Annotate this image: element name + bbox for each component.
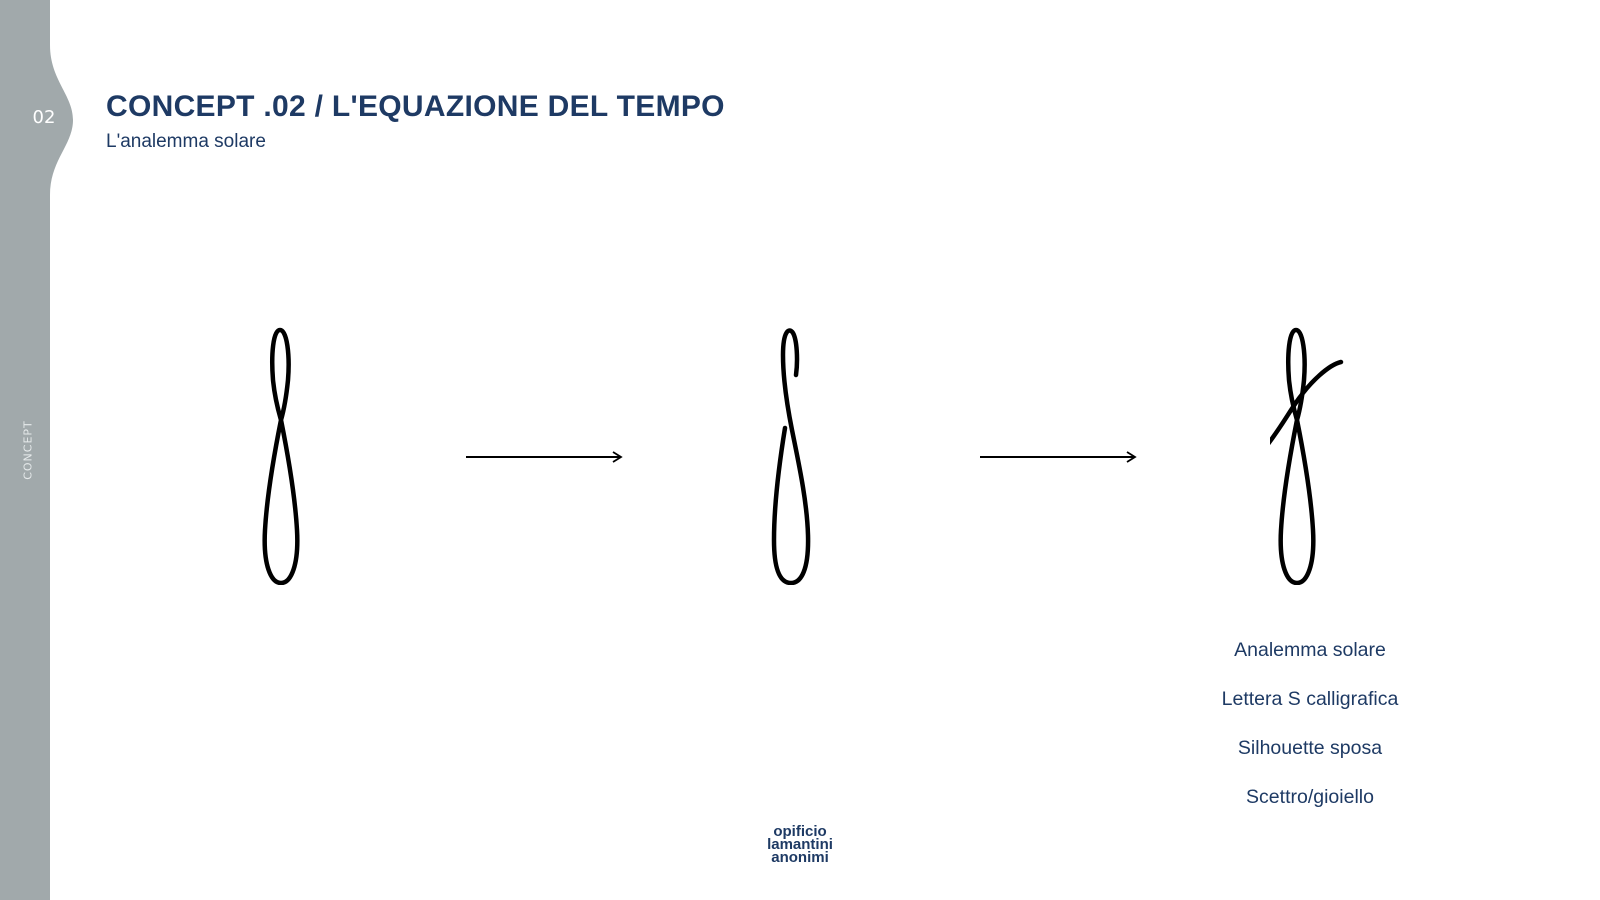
arrow-right-icon xyxy=(466,451,623,463)
page-subtitle: L'analemma solare xyxy=(106,131,266,152)
analemma-figure-eight-icon xyxy=(262,327,300,585)
logo-line-1: opificio xyxy=(773,823,827,840)
sidebar-tab xyxy=(0,0,73,900)
list-item: Scettro/gioiello xyxy=(1246,786,1374,808)
page-title: CONCEPT .02 / L'EQUAZIONE DEL TEMPO xyxy=(106,90,725,123)
analemma-crossed-stroke-icon xyxy=(1270,327,1344,585)
logo-line-3: anonimi xyxy=(771,849,829,866)
list-item: Silhouette sposa xyxy=(1237,737,1383,759)
arrow-right-icon xyxy=(980,451,1137,463)
list-item: Analemma solare xyxy=(1234,639,1386,661)
brand-logo: opificio lamantini anonimi xyxy=(740,823,860,866)
logo-line-2: lamantini xyxy=(767,836,833,853)
section-label: CONCEPT xyxy=(21,420,35,480)
concept-labels-list: Analemma solare Lettera S calligrafica S… xyxy=(1180,638,1440,834)
calligraphic-s-icon xyxy=(771,328,811,585)
page-number: 02 xyxy=(32,107,56,128)
list-item: Lettera S calligrafica xyxy=(1221,688,1399,710)
